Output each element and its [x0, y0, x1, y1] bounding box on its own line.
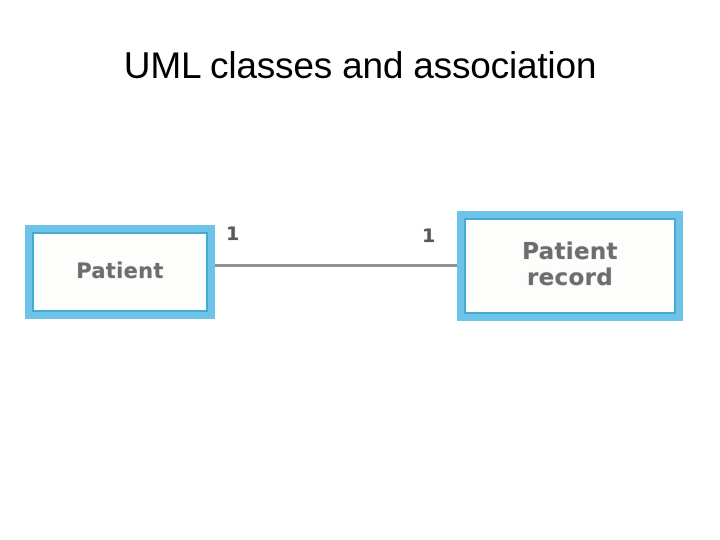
page-title: UML classes and association [123, 45, 597, 86]
multiplicity-label-source: 1 [226, 223, 240, 245]
multiplicity-label-target: 1 [422, 225, 436, 247]
uml-class-patient[interactable]: Patient [25, 225, 215, 319]
association-line [213, 264, 464, 267]
uml-class-name-line-1: Patient [522, 239, 618, 266]
uml-class-name-patient: Patient [76, 259, 164, 284]
uml-class-name-line-2: record [527, 265, 613, 291]
